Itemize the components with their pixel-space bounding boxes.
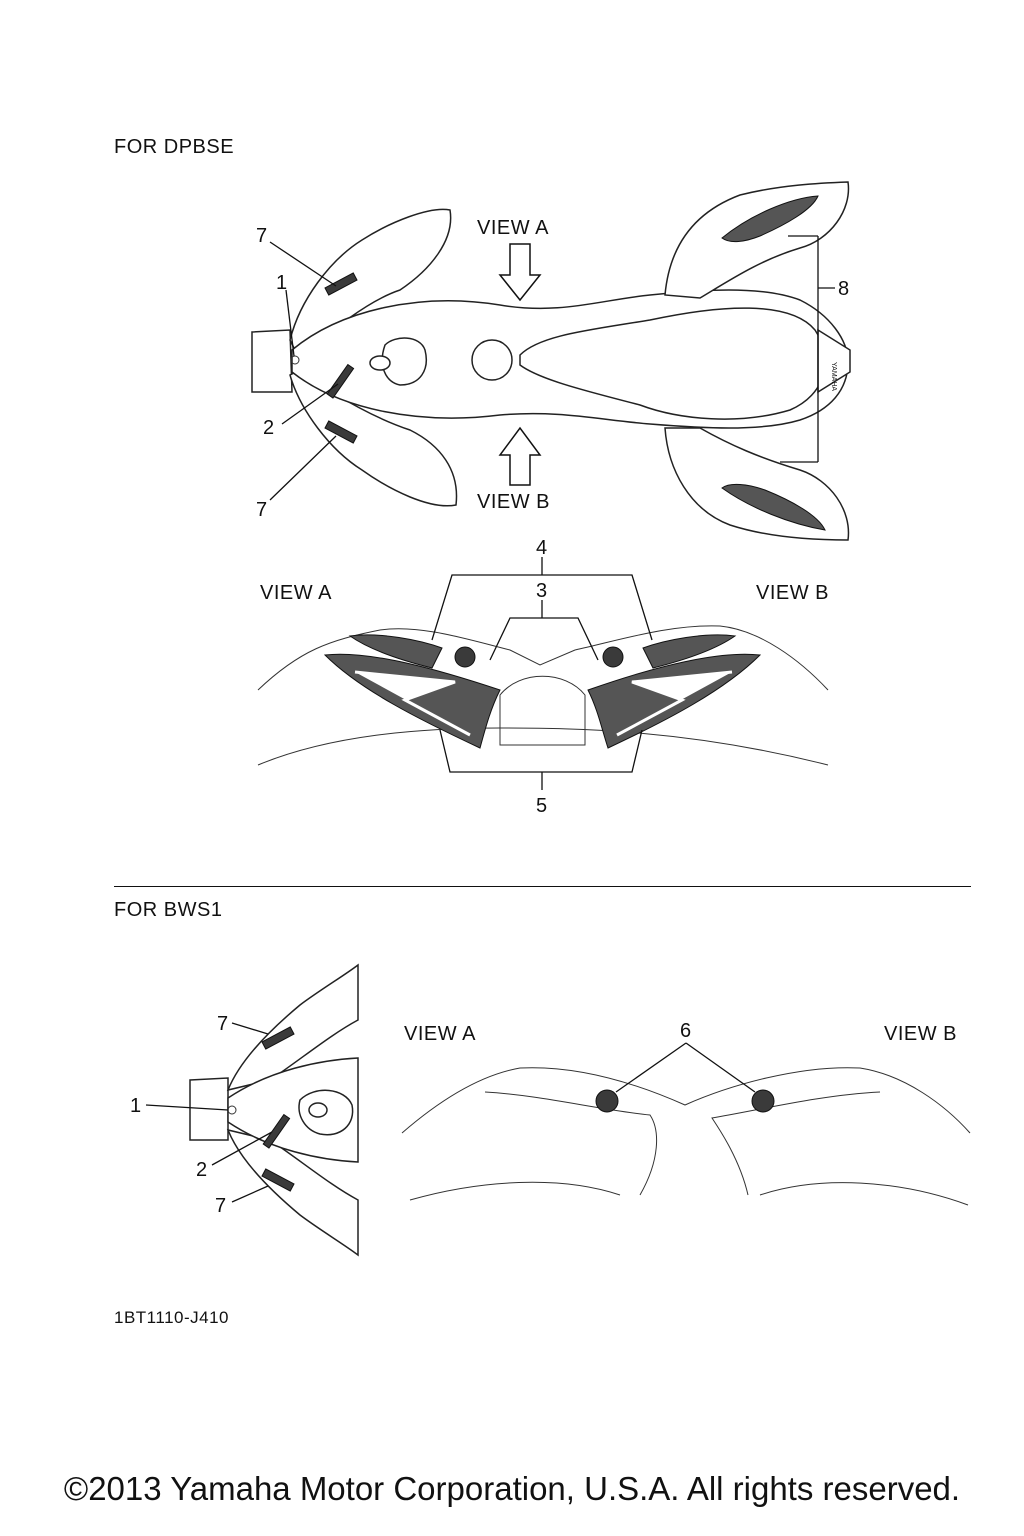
diagram-code: 1BT1110-J410 (114, 1308, 229, 1327)
decal-8-lower (721, 483, 826, 531)
bws1-top-view: 7 1 2 7 (130, 963, 359, 1257)
leader-1 (285, 289, 295, 357)
bws1-front-fender-right (226, 963, 359, 1092)
left-graphic-stripe (354, 670, 471, 737)
bws1-lower-left-curve (409, 1181, 621, 1201)
bws1-detail-view: VIEW A VIEW B 6 (401, 1020, 971, 1206)
callout-5: 5 (536, 795, 547, 817)
front-bumper (251, 329, 293, 393)
detail-view-a-label: VIEW A (260, 582, 332, 604)
bws1-leader-6-right (685, 1042, 756, 1093)
rear-yamaha-logo: YAMAHA (830, 362, 837, 391)
right-graphic-stripe (616, 670, 733, 737)
callout-4: 4 (536, 537, 547, 559)
view-b-label: VIEW B (477, 491, 550, 513)
view-a-arrow (498, 243, 542, 302)
fuel-cap (471, 339, 513, 381)
bws1-front-fender-left (226, 1128, 359, 1257)
callout-3: 3 (536, 580, 547, 602)
center-gap-outline (499, 675, 586, 746)
bws1-left-panel-edge (484, 1091, 658, 1196)
callout-8: 8 (838, 278, 849, 300)
bws1-leader-7-lower (231, 1185, 269, 1203)
front-fender-right (289, 208, 452, 362)
bws1-detail-view-a-label: VIEW A (404, 1023, 476, 1045)
decal-7-upper (324, 272, 358, 296)
bws1-callout-7-lower: 7 (215, 1195, 226, 1217)
bws1-callout-1: 1 (130, 1095, 141, 1117)
seat-outline (257, 727, 829, 766)
callout-7-lower: 7 (256, 499, 267, 521)
dpbse-section-heading: FOR DPBSE (114, 136, 235, 158)
bws1-main-body (227, 1057, 359, 1163)
section-divider (114, 886, 971, 887)
headlight-center (369, 355, 391, 371)
fender-outline (257, 625, 829, 691)
bws1-leader-1 (145, 1104, 229, 1111)
copyright-notice: ©2013 Yamaha Motor Corporation, U.S.A. A… (63, 1470, 961, 1507)
decal-3-left-emblem (454, 646, 476, 668)
bws1-leader-7-upper (231, 1022, 269, 1035)
callout-1: 1 (276, 272, 287, 294)
view-b-arrow (498, 426, 542, 486)
leader-2 (281, 383, 339, 425)
bws1-decal-2 (262, 1113, 291, 1149)
bws1-callout-7-upper: 7 (217, 1013, 228, 1035)
dpbse-detail-view: VIEW A VIEW B 4 3 5 (257, 537, 829, 817)
bws1-callout-6: 6 (680, 1020, 691, 1042)
view-a-label: VIEW A (477, 217, 549, 239)
bws1-decal-7-lower (261, 1168, 295, 1192)
bws1-leader-6-left (615, 1042, 687, 1093)
bws1-leader-2 (211, 1131, 273, 1166)
leader-7-lower (269, 435, 337, 501)
decal-2 (326, 363, 355, 399)
bws1-headlight (308, 1102, 328, 1118)
bracket-3 (489, 617, 599, 661)
decal-4-left (348, 634, 443, 669)
bws1-right-panel-edge (711, 1091, 881, 1196)
bws1-section-heading: FOR BWS1 (114, 899, 223, 921)
bws1-callout-2: 2 (196, 1159, 207, 1181)
callout-2: 2 (263, 417, 274, 439)
decal-3-right-emblem (602, 646, 624, 668)
bws1-fender-outline (401, 1067, 971, 1134)
handlebar-pod (381, 337, 427, 386)
bws1-lower-right-curve (759, 1182, 969, 1206)
atv-top-view: YAMAHA 7 1 2 7 8 VIEW A (251, 181, 851, 541)
decal-6-right-emblem (751, 1089, 775, 1113)
bracket-5 (439, 729, 643, 773)
front-fender-left (289, 369, 458, 507)
decal-7-lower (324, 420, 358, 444)
bws1-decal-7-upper (261, 1026, 295, 1050)
decal-6-left-emblem (595, 1089, 619, 1113)
leader-7-upper (269, 241, 337, 287)
bws1-detail-view-b-label: VIEW B (884, 1023, 957, 1045)
decal-4-right (642, 634, 737, 669)
decal-8-upper (721, 195, 819, 243)
detail-view-b-label: VIEW B (756, 582, 829, 604)
reflector-1 (290, 355, 300, 365)
callout-7-upper: 7 (256, 225, 267, 247)
